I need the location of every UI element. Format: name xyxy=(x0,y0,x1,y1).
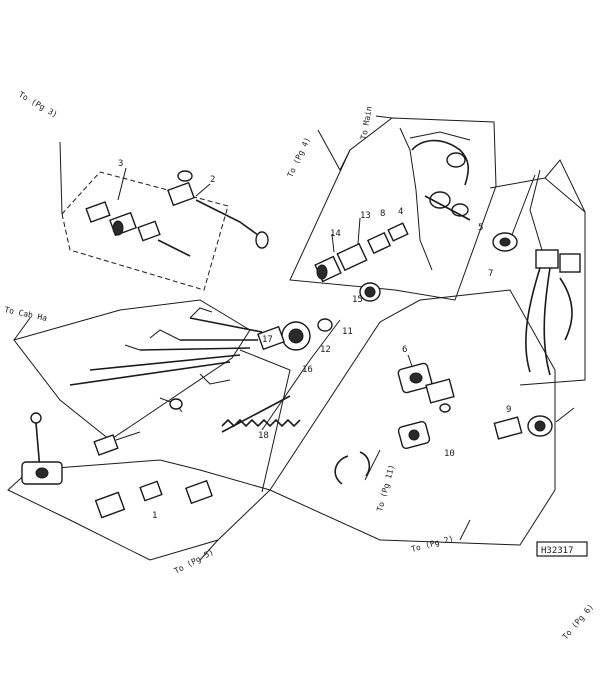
ref-label-top-right: To Main xyxy=(359,105,374,140)
ref-label-top-left: To (Pg 3) xyxy=(17,90,59,119)
callout-10: 10 xyxy=(444,449,455,459)
leader-lines xyxy=(13,115,546,561)
callout-18: 18 xyxy=(258,431,269,441)
connector-cluster-d xyxy=(492,232,581,376)
callout-2: 2 xyxy=(210,175,215,185)
callout-4: 4 xyxy=(398,207,403,217)
figure-code: H32317 xyxy=(536,541,588,557)
callout-9: 9 xyxy=(506,405,511,415)
callout-3: 3 xyxy=(118,159,123,169)
connector-main-e xyxy=(69,307,333,413)
callout-11: 11 xyxy=(342,327,353,337)
callout-12: 12 xyxy=(320,345,331,355)
callout-5: 5 xyxy=(478,223,483,233)
figure-code-text: H32317 xyxy=(541,546,574,556)
ref-label-top-center: To (Pg 4) xyxy=(286,136,312,179)
ref-label-left-mid: To Cab Ha xyxy=(4,305,48,323)
connector-cluster-f xyxy=(21,398,213,519)
connector-cluster-c xyxy=(411,139,471,221)
callouts: 1 2 3 4 5 6 7 8 9 10 11 12 13 14 15 16 1… xyxy=(118,159,511,521)
callout-8: 8 xyxy=(380,209,385,219)
callout-7: 7 xyxy=(488,269,493,279)
callout-16: 16 xyxy=(302,365,313,375)
ref-label-bottom-center: To (Pg 11) xyxy=(375,464,396,513)
connector-cluster-g xyxy=(334,354,575,485)
callout-17: 17 xyxy=(262,335,273,345)
callout-15: 15 xyxy=(352,295,363,305)
coil-spring xyxy=(221,395,301,433)
callout-14: 14 xyxy=(330,229,341,239)
ref-label-corner: To (Pg 6) xyxy=(561,602,596,641)
callout-13: 13 xyxy=(360,211,371,221)
harness-outline xyxy=(7,117,586,561)
callout-6: 6 xyxy=(402,345,407,355)
ref-label-bottom-right: To (Pg 2) xyxy=(410,534,454,554)
connector-assembly-a xyxy=(85,167,269,257)
connector-assembly-b xyxy=(314,217,409,302)
callout-1: 1 xyxy=(152,511,157,521)
